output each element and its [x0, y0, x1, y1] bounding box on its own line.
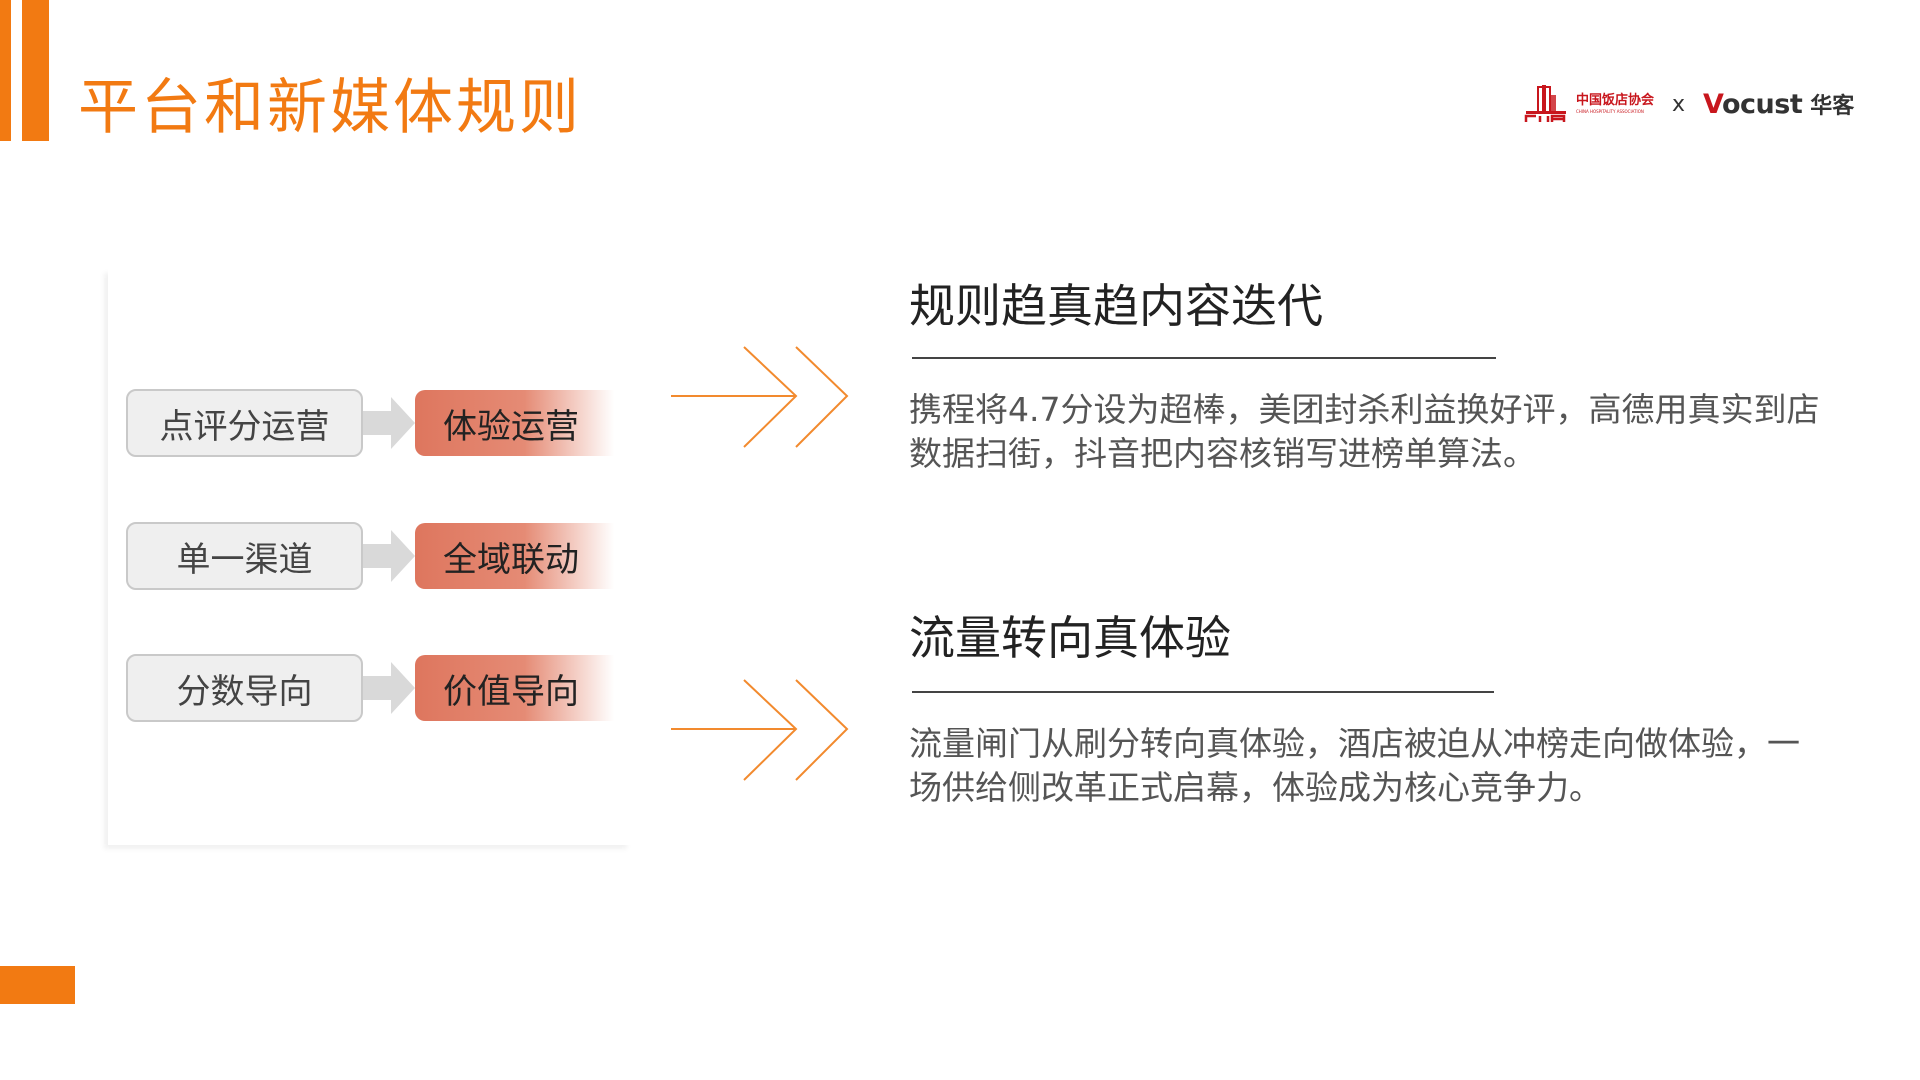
association-name-en: CHINA HOSPITALITY ASSOCIATION — [1576, 109, 1644, 114]
old-model-box: 点评分运营 — [126, 389, 363, 457]
section-body: 携程将4.7分设为超棒，美团封杀利益换好评，高德用真实到店数据扫街，抖音把内容核… — [909, 390, 1820, 473]
right-arrow-icon — [363, 397, 415, 449]
cha-wordmark: 中国饭店协会 CHINA HOSPITALITY ASSOCIATION — [1576, 94, 1654, 114]
footer-accent-block — [0, 966, 75, 1004]
logo-separator: x — [1672, 91, 1686, 117]
section-body: 流量闸门从刷分转向真体验，酒店被迫从冲榜走向做体验，一场供给侧改革正式启幕，体验… — [909, 724, 1800, 807]
vocust-wordmark-cn: 华客 — [1810, 94, 1855, 119]
association-name-cn: 中国饭店协会 — [1576, 93, 1655, 108]
section-heading: 流量转向真体验 — [909, 611, 1231, 665]
old-model-box: 单一渠道 — [126, 522, 363, 590]
page-title: 平台和新媒体规则 — [78, 73, 582, 143]
old-model-box: 分数导向 — [126, 654, 363, 722]
title-accent-bar — [0, 0, 11, 141]
title-accent-bar — [22, 0, 49, 141]
vocust-wordmark: Vocust — [1703, 88, 1803, 120]
right-arrow-icon — [363, 530, 415, 582]
section-divider — [912, 357, 1496, 359]
double-chevron-arrow-icon — [671, 679, 849, 781]
transition-row: 分数导向 价值导向 — [126, 654, 614, 722]
new-model-box: 全域联动 — [415, 523, 614, 589]
new-model-box: 体验运营 — [415, 390, 614, 456]
section-divider — [912, 691, 1494, 693]
transition-row: 点评分运营 体验运营 — [126, 389, 614, 457]
double-chevron-arrow-icon — [671, 346, 849, 448]
right-arrow-icon — [363, 662, 415, 714]
partner-logos: 中国饭店协会 CHINA HOSPITALITY ASSOCIATION x V… — [1524, 84, 1854, 124]
new-model-box: 价值导向 — [415, 655, 614, 721]
transition-row: 单一渠道 全域联动 — [126, 522, 614, 590]
cha-building-logo-icon — [1524, 85, 1566, 122]
section-heading: 规则趋真趋内容迭代 — [909, 279, 1323, 333]
